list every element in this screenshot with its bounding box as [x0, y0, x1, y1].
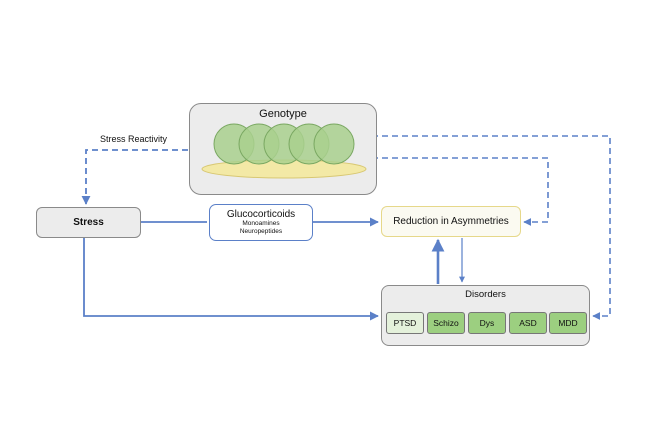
mediators-box: Glucocorticoids Monoamines Neuropeptides: [209, 204, 313, 241]
stress-to-disorders-arrow: [83, 238, 379, 321]
mediators-main-label: Glucocorticoids: [226, 209, 296, 220]
disorder-chip-asd: ASD: [509, 312, 547, 334]
genotype-circle: [313, 123, 355, 165]
mediators-sub-label: Monoamines: [242, 220, 280, 227]
asymmetry-box: Reduction in Asymmetries: [381, 206, 521, 237]
genotype-box: Genotype: [189, 103, 377, 195]
genotype-to-disorders-arrow: [362, 135, 611, 320]
disorder-chip-ptsd: PTSD: [386, 312, 424, 334]
stress-reactivity-label: Stress Reactivity: [100, 134, 168, 144]
stress-reactivity-arrow: [81, 149, 188, 205]
disorders-title: Disorders: [465, 289, 506, 300]
disorder-chip-schizo: Schizo: [427, 312, 465, 334]
disorder-chip-dys: Dys: [468, 312, 506, 334]
disorder-chip-mdd: MDD: [549, 312, 587, 334]
mediators-sub-label: Neuropeptides: [239, 228, 283, 235]
genotype-to-asymmetry-arrow: [362, 157, 549, 226]
stress-box: Stress: [36, 207, 141, 238]
genotype-illustration: [201, 123, 367, 179]
genotype-title: Genotype: [259, 108, 307, 120]
disorders-box: Disorders PTSD Schizo Dys ASD MDD: [381, 285, 590, 346]
